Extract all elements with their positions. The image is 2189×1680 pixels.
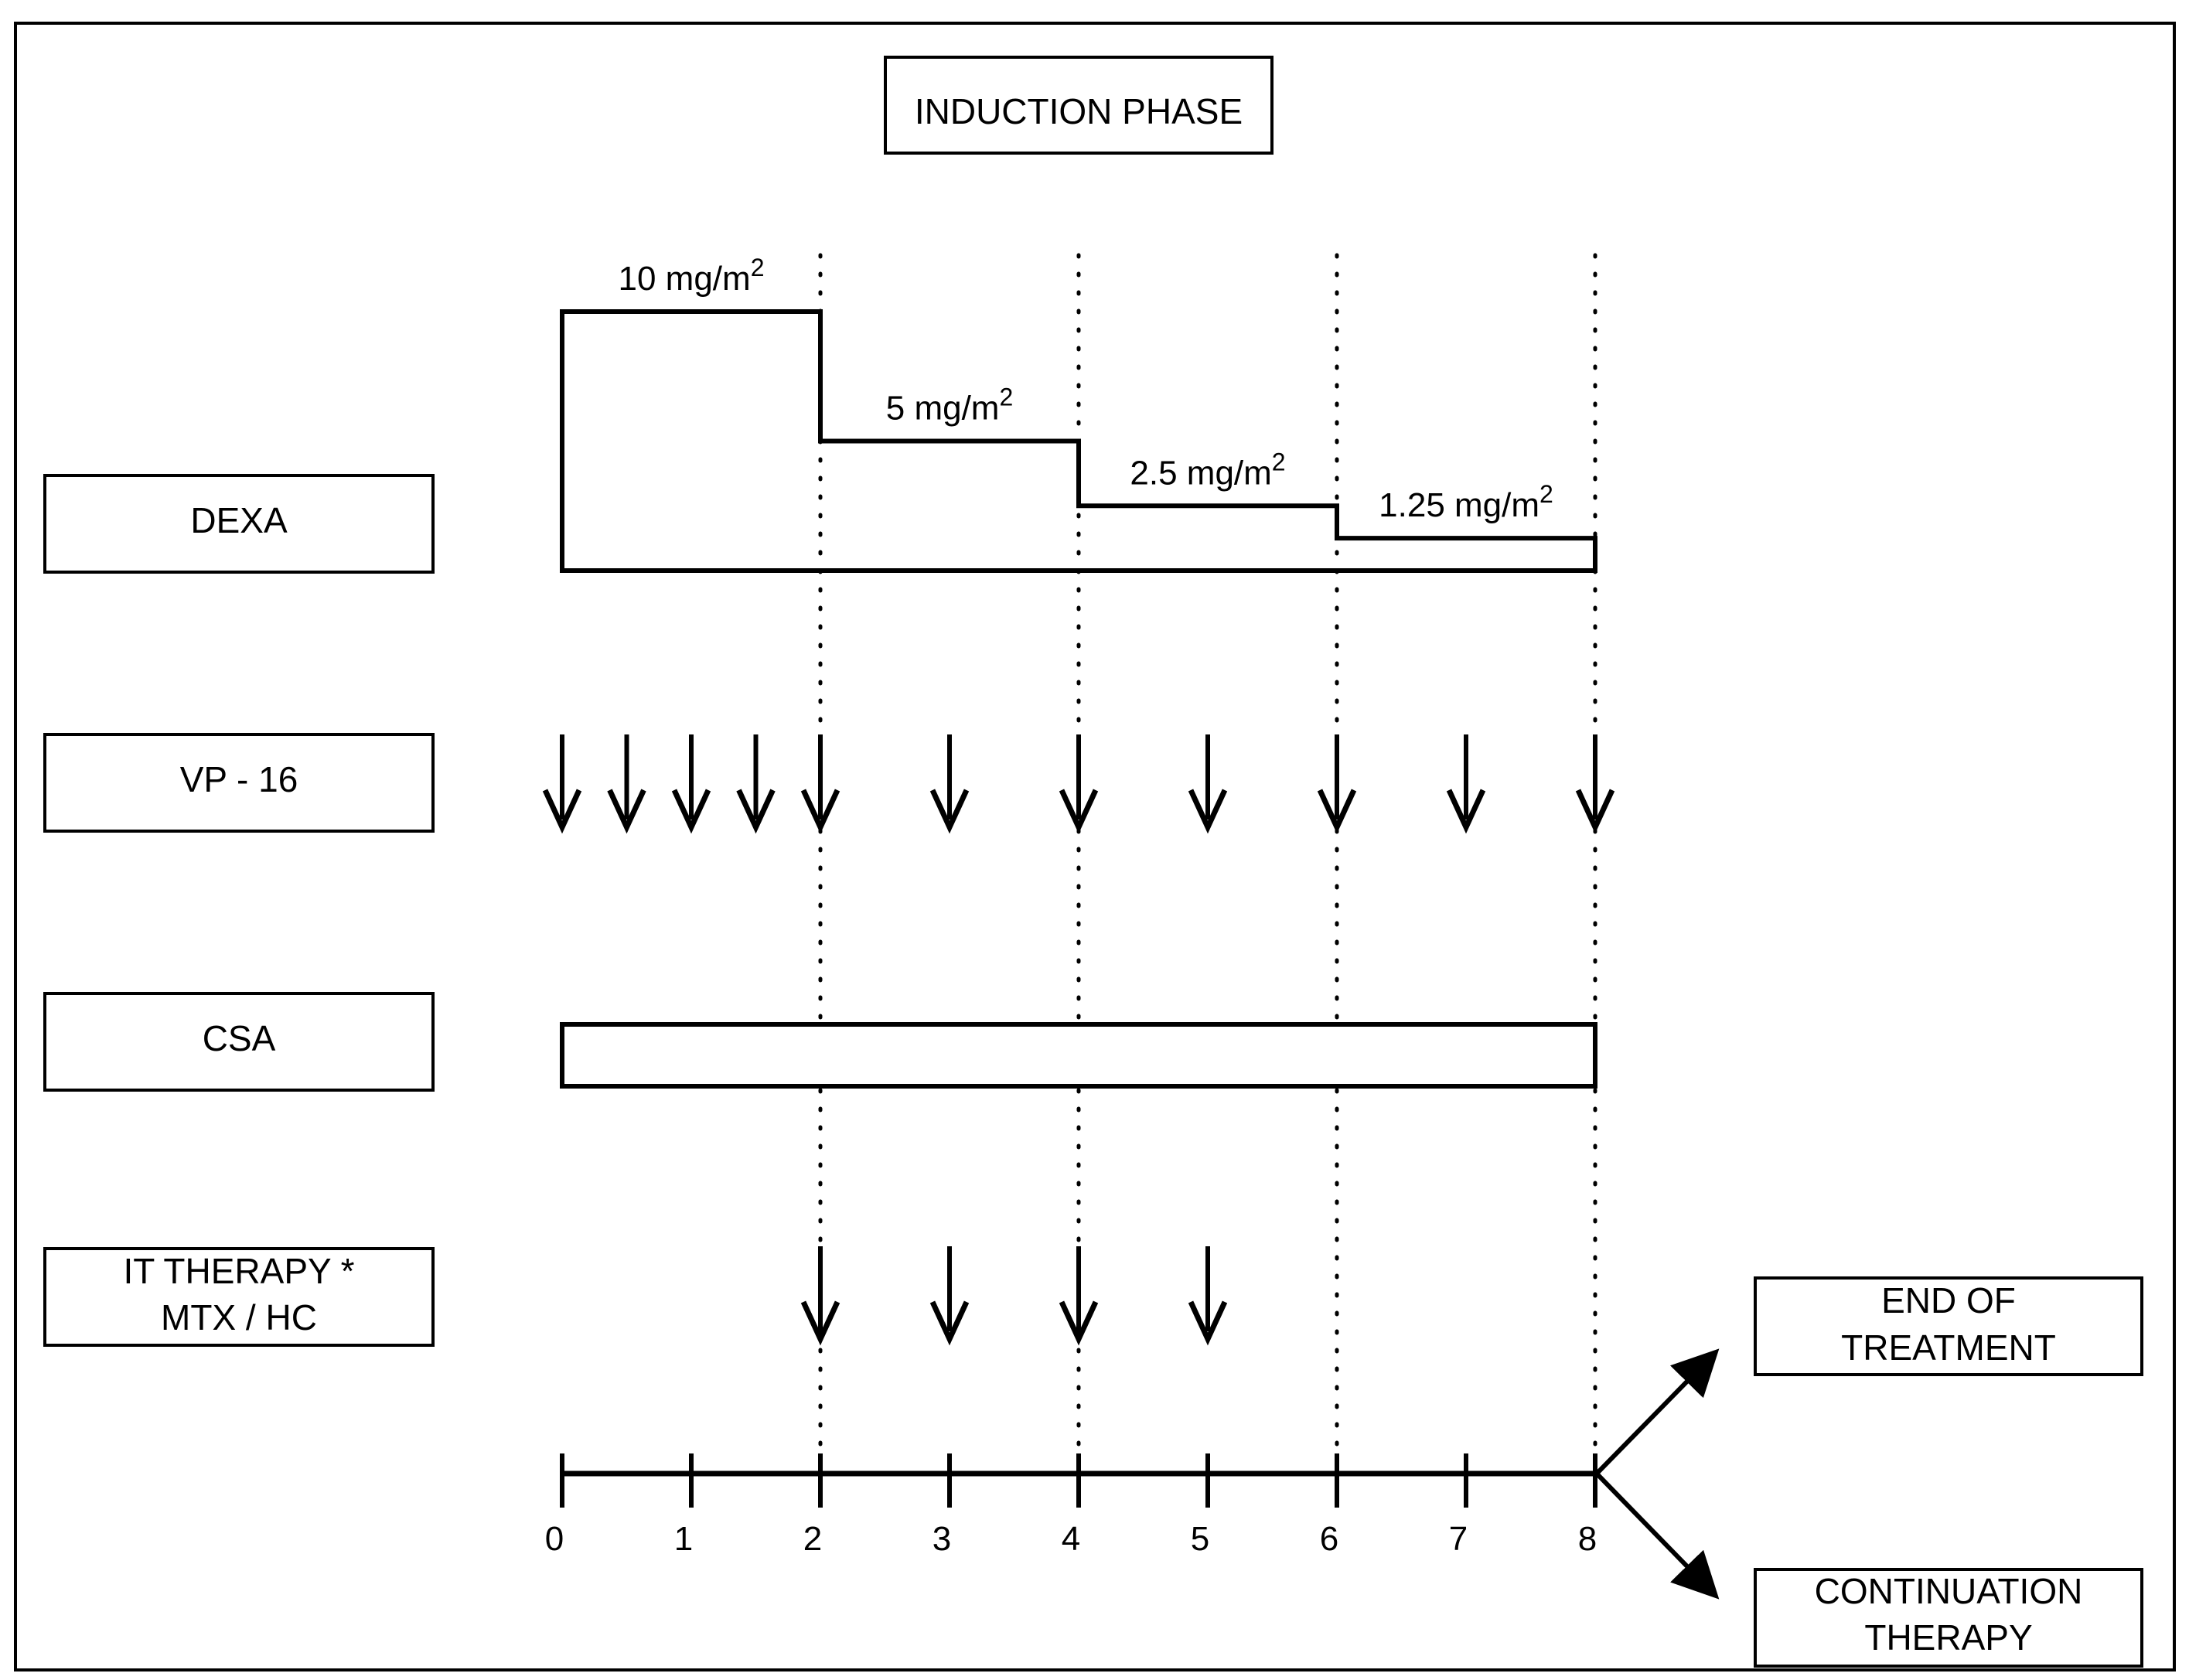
timeline-axis xyxy=(560,1453,1597,1508)
it-arrow xyxy=(929,1246,970,1346)
row-label-vp16-text: VP - 16 xyxy=(180,759,298,799)
vp16-arrow xyxy=(1575,734,1615,834)
title-box: INDUCTION PHASE xyxy=(884,56,1274,155)
axis-tick-label: 4 xyxy=(1062,1520,1080,1558)
end-line1: END OF xyxy=(1881,1280,2016,1320)
vp16-arrow xyxy=(542,734,582,834)
vp16-arrow xyxy=(1059,734,1099,834)
vp16-arrow xyxy=(607,734,646,834)
vp16-arrow xyxy=(736,734,776,834)
outer-frame xyxy=(14,22,2176,1671)
outcome-end-of-treatment: END OF TREATMENT xyxy=(1754,1276,2143,1376)
csa-bar xyxy=(560,1022,1597,1089)
arrow-to-end-of-treatment xyxy=(1594,1348,1720,1476)
it-arrow xyxy=(1188,1246,1228,1346)
title-text: INDUCTION PHASE xyxy=(915,91,1243,131)
dose-label: 10 mg/m2 xyxy=(619,254,765,298)
outcome-continuation-therapy: CONTINUATION THERAPY xyxy=(1754,1568,2143,1668)
it-arrow xyxy=(800,1246,840,1346)
vp16-arrow xyxy=(1317,734,1357,834)
dose-labels: 10 mg/m2 5 mg/m2 2.5 mg/m2 1.25 mg/m2 xyxy=(619,254,1553,524)
row-label-dexa: DEXA xyxy=(43,474,435,574)
axis-tick-label: 7 xyxy=(1449,1520,1468,1558)
cont-line2: THERAPY xyxy=(1864,1617,2032,1658)
vp16-arrow xyxy=(1446,734,1486,834)
it-therapy-arrows xyxy=(800,1246,1228,1346)
dose-label: 2.5 mg/m2 xyxy=(1130,448,1285,492)
axis-tick-label: 2 xyxy=(803,1520,822,1558)
row-label-it-line1: IT THERAPY * xyxy=(123,1251,354,1291)
vp16-arrow xyxy=(800,734,840,834)
row-label-csa-text: CSA xyxy=(203,1018,276,1058)
row-label-vp16: VP - 16 xyxy=(43,733,435,833)
dose-label: 5 mg/m2 xyxy=(886,383,1014,428)
axis-tick-label: 3 xyxy=(933,1520,951,1558)
row-label-csa: CSA xyxy=(43,992,435,1092)
it-arrow xyxy=(1059,1246,1099,1346)
axis-tick-label: 5 xyxy=(1191,1520,1209,1558)
axis-tick-label: 0 xyxy=(545,1520,564,1558)
row-label-dexa-text: DEXA xyxy=(190,500,288,540)
dose-label: 1.25 mg/m2 xyxy=(1379,480,1553,524)
row-label-it-line2: MTX / HC xyxy=(161,1297,317,1338)
vp16-arrow xyxy=(671,734,711,834)
cont-line1: CONTINUATION xyxy=(1815,1571,2083,1611)
row-label-it-therapy: IT THERAPY * MTX / HC xyxy=(43,1247,435,1347)
arrow-to-continuation-therapy xyxy=(1594,1471,1720,1600)
axis-tick-labels: 0 1 2 3 4 5 6 7 8 xyxy=(545,1520,1597,1558)
axis-tick-label: 8 xyxy=(1578,1520,1597,1558)
dexa-dose-step xyxy=(560,309,1597,573)
vp16-arrow xyxy=(1188,734,1228,834)
axis-tick-label: 1 xyxy=(674,1520,693,1558)
axis-tick-label: 6 xyxy=(1320,1520,1338,1558)
vp16-dose-arrows xyxy=(542,734,1615,834)
end-line2: TREATMENT xyxy=(1841,1327,2056,1368)
vp16-arrow xyxy=(929,734,970,834)
